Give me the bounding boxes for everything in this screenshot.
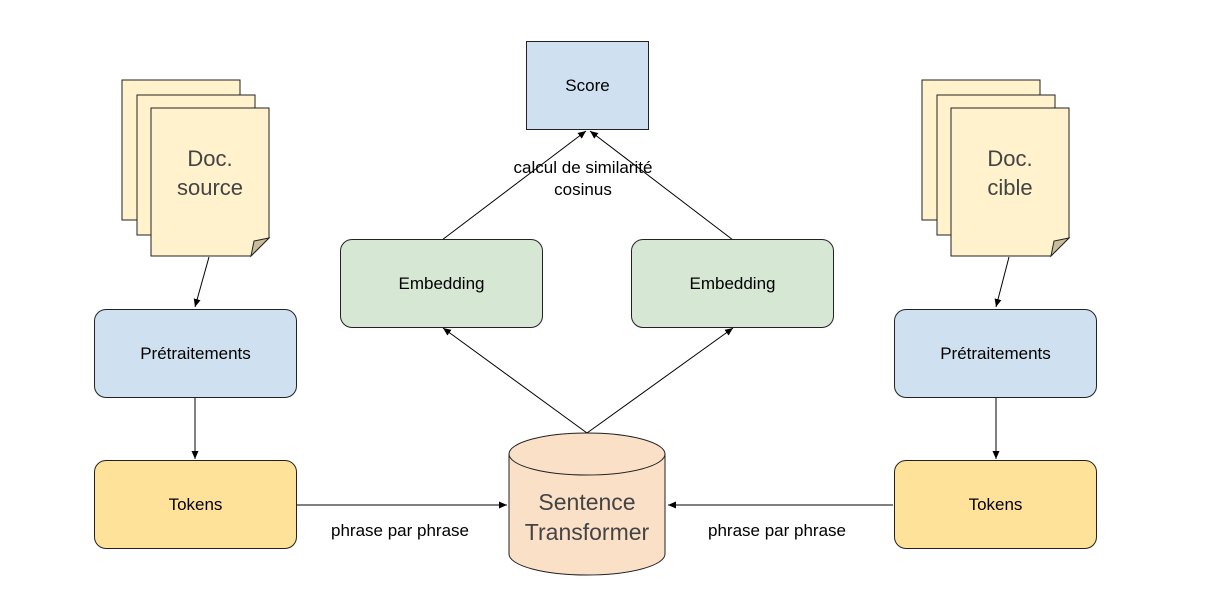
phrase-left-edge-label: phrase par phrase bbox=[331, 521, 469, 540]
pretraitements-left-box: Prétraitements bbox=[94, 309, 297, 398]
pretraitements-left-label: Prétraitements bbox=[140, 343, 251, 363]
arrow-embedding-left-to-score bbox=[441, 130, 587, 241]
phrase-right-edge-label: phrase par phrase bbox=[708, 521, 846, 540]
pretraitements-right-label: Prétraitements bbox=[940, 343, 1051, 363]
similarity-edge-label-line1: calcul de similarité bbox=[513, 158, 653, 177]
doc-source-label-line2: source bbox=[176, 175, 244, 200]
sentence-transformer-label: Sentence Transformer bbox=[509, 487, 665, 547]
similarity-edge-label-line2: cosinus bbox=[554, 180, 612, 199]
sentence-transformer-label-line2: Transformer bbox=[524, 519, 650, 545]
pretraitements-right-box: Prétraitements bbox=[894, 309, 1097, 398]
arrow-transformer-to-embedding-right bbox=[586, 327, 734, 434]
doc-cible-stack bbox=[921, 79, 1071, 258]
score-label: Score bbox=[565, 75, 610, 95]
doc-source-label: Doc. source bbox=[151, 144, 269, 202]
tokens-right-box: Tokens bbox=[894, 460, 1097, 549]
embedding-left-label: Embedding bbox=[398, 273, 485, 293]
doc-cible-label: Doc. cible bbox=[951, 144, 1069, 202]
arrow-doc-cible-to-pretraitements bbox=[994, 256, 1010, 308]
embedding-right-label: Embedding bbox=[689, 273, 776, 293]
doc-source-label-line1: Doc. bbox=[187, 146, 233, 171]
doc-source-stack bbox=[121, 79, 271, 258]
connectors bbox=[191, 130, 1010, 509]
arrow-transformer-to-embedding-left bbox=[442, 327, 588, 434]
sentence-transformer-cylinder bbox=[508, 432, 666, 576]
sentence-transformer-label-line1: Sentence bbox=[538, 489, 636, 515]
embedding-left-box: Embedding bbox=[340, 239, 543, 328]
score-box: Score bbox=[526, 41, 649, 130]
doc-cible-label-line1: Doc. bbox=[987, 146, 1033, 171]
similarity-edge-label: calcul de similarité cosinus bbox=[483, 157, 683, 201]
arrow-embedding-right-to-score bbox=[589, 130, 734, 241]
tokens-left-label: Tokens bbox=[168, 494, 223, 514]
embedding-right-box: Embedding bbox=[631, 239, 834, 328]
tokens-right-label: Tokens bbox=[968, 494, 1023, 514]
tokens-left-box: Tokens bbox=[94, 460, 297, 549]
doc-cible-label-line2: cible bbox=[987, 175, 1033, 200]
arrow-doc-source-to-pretraitements bbox=[193, 256, 210, 308]
